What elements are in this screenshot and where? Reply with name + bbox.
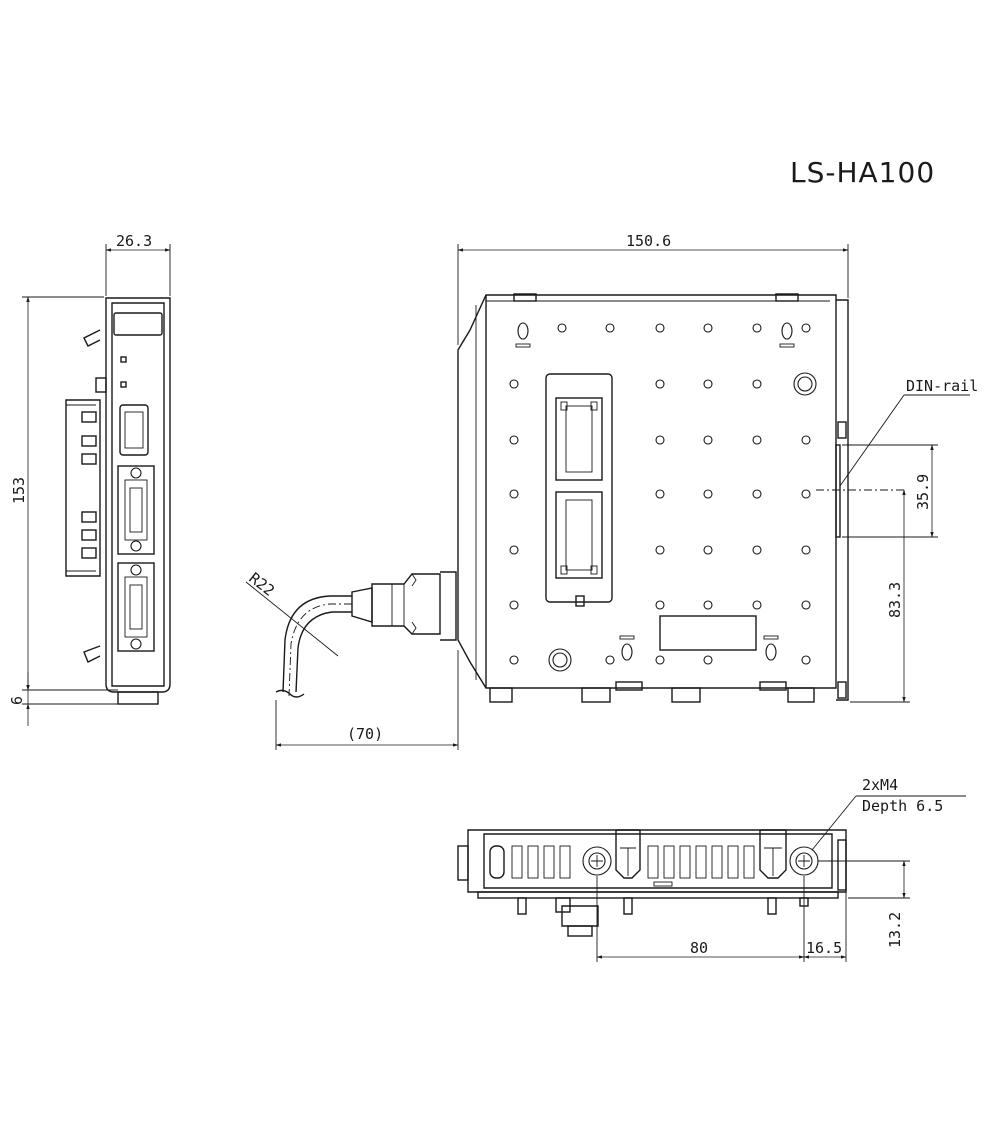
dim-side-bottom: 6: [8, 696, 26, 705]
dim-hole-pitch: 80: [690, 939, 708, 957]
screw-depth-label: Depth 6.5: [862, 797, 943, 815]
dim-cable-length: (70): [347, 725, 383, 743]
dim-side-height: 153: [10, 477, 28, 504]
dim-hole-edge: 16.5: [806, 939, 842, 957]
dim-hole-height: 13.2: [886, 912, 904, 948]
front-view: 150.6 DIN-rail 35.9 83.3: [457, 232, 978, 703]
dim-din-center: 35.9: [914, 474, 932, 510]
bottom-view: 2xM4 Depth 6.5 80 16.5 13.2: [457, 776, 966, 962]
side-view: 26.3 153 6: [8, 232, 171, 726]
screw-spec-label: 2xM4: [862, 776, 898, 794]
cable: R22 (70): [246, 569, 459, 750]
model-title: LS-HA100: [790, 156, 935, 189]
dim-din-bottom: 83.3: [886, 582, 904, 618]
din-rail-label: DIN-rail: [906, 377, 978, 395]
dim-side-width: 26.3: [116, 232, 152, 250]
dim-bend-radius: R22: [246, 569, 278, 600]
dim-front-width: 150.6: [626, 232, 671, 250]
